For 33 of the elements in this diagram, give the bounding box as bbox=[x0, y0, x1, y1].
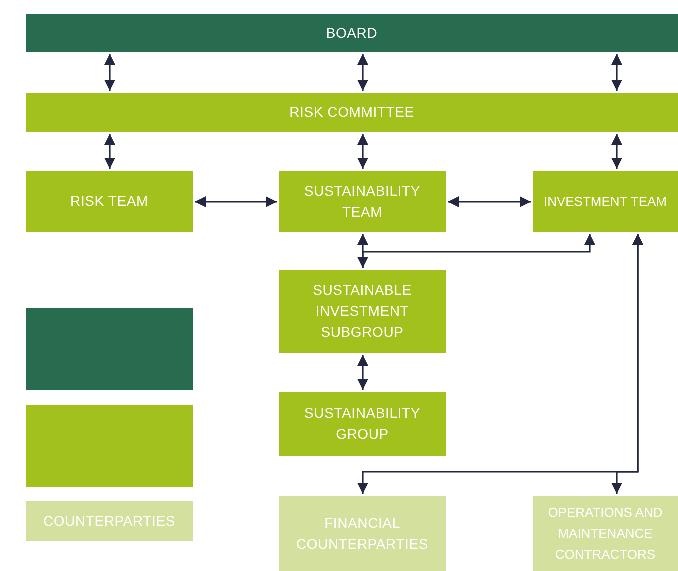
org-box bbox=[26, 93, 678, 132]
arrow bbox=[358, 134, 368, 169]
org-box bbox=[26, 14, 678, 52]
box-label: INVESTMENT TEAM bbox=[544, 193, 668, 211]
org-box bbox=[26, 501, 193, 541]
arrow bbox=[195, 196, 277, 208]
box-label: BOARD bbox=[326, 24, 378, 42]
box-label: RISK COMMITTEE bbox=[290, 103, 414, 122]
arrow bbox=[104, 54, 116, 91]
org-box bbox=[26, 171, 193, 232]
arrow bbox=[612, 234, 644, 494]
arrow bbox=[104, 134, 116, 169]
org-box bbox=[279, 496, 446, 571]
org-box bbox=[279, 392, 446, 456]
box-label: OPERATIONS AND MAINTENANCE CONTRACTORS bbox=[547, 504, 664, 564]
arrow bbox=[358, 355, 368, 390]
arrow bbox=[358, 234, 596, 268]
org-box bbox=[279, 171, 446, 232]
box-label: RISK TEAM bbox=[70, 192, 148, 211]
org-box bbox=[533, 496, 678, 571]
box-label: SUSTAINABILITY TEAM bbox=[304, 182, 422, 222]
org-box bbox=[533, 171, 678, 232]
legend-box bbox=[26, 308, 193, 390]
arrow bbox=[358, 54, 368, 91]
arrow bbox=[612, 134, 622, 169]
org-box bbox=[279, 270, 446, 353]
box-label: SUSTAINABILITY GROUP bbox=[304, 404, 422, 444]
legend-box bbox=[26, 405, 193, 487]
arrow bbox=[612, 54, 622, 91]
box-label: SUSTAINABLE INVESTMENT SUBGROUP bbox=[312, 281, 413, 342]
box-label: COUNTERPARTIES bbox=[43, 512, 176, 530]
box-label: FINANCIAL COUNTERPARTIES bbox=[295, 514, 430, 554]
arrow bbox=[448, 196, 531, 208]
